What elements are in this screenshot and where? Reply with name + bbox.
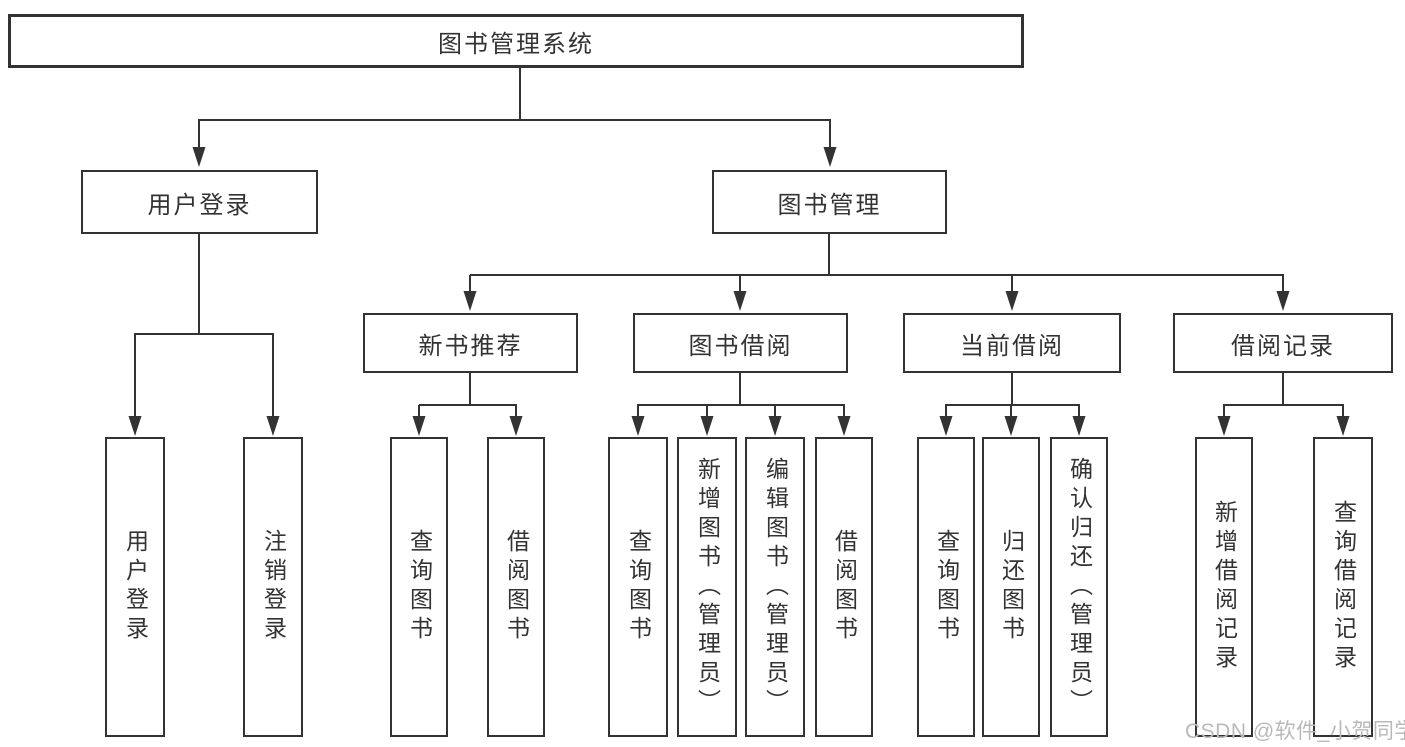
arrow-down-icon xyxy=(837,416,851,436)
node-library-management-system: 图书管理系统 xyxy=(8,14,1024,68)
arrow-down-icon xyxy=(631,416,645,436)
node-borrowing-records: 借阅记录 xyxy=(1173,313,1393,373)
node-label: 查询图书 xyxy=(625,529,652,645)
arrow-down-icon xyxy=(192,147,206,167)
node-label: 新书推荐 xyxy=(418,332,523,360)
csdn-watermark: CSDN @软件_小贺同学 xyxy=(1185,720,1405,743)
node-new-book-recommend: 新书推荐 xyxy=(363,313,578,373)
node-label: 用户登录 xyxy=(122,529,149,645)
node-query-books-current: 查询图书 xyxy=(917,437,975,737)
node-return-books: 归还图书 xyxy=(982,437,1040,737)
node-label: 图书借阅 xyxy=(688,332,793,360)
node-label: 查询借阅记录 xyxy=(1330,500,1357,674)
node-label: 确认归还（管理员） xyxy=(1066,456,1093,718)
node-current-borrowing: 当前借阅 xyxy=(903,313,1121,373)
node-book-management: 图书管理 xyxy=(712,170,947,234)
arrow-down-icon xyxy=(509,416,523,436)
node-label: 新增借阅记录 xyxy=(1211,500,1238,674)
node-book-borrowing: 图书借阅 xyxy=(633,313,848,373)
node-query-books-newbook: 查询图书 xyxy=(390,437,448,737)
node-label: 借阅图书 xyxy=(831,529,858,645)
node-label: 查询图书 xyxy=(406,529,433,645)
arrow-down-icon xyxy=(463,291,477,311)
arrow-down-icon xyxy=(1004,416,1018,436)
node-add-books-admin: 新增图书（管理员） xyxy=(677,437,737,737)
arrow-down-icon xyxy=(1336,416,1350,436)
node-query-borrow-record: 查询借阅记录 xyxy=(1313,437,1373,737)
node-query-books-borrowing: 查询图书 xyxy=(608,437,668,737)
node-label: 编辑图书（管理员） xyxy=(762,456,789,718)
node-label: 借阅记录 xyxy=(1231,332,1335,360)
node-borrow-books-newbook: 借阅图书 xyxy=(487,437,545,737)
arrow-down-icon xyxy=(939,416,953,436)
node-label: 归还图书 xyxy=(998,529,1025,645)
node-edit-books-admin: 编辑图书（管理员） xyxy=(745,437,805,737)
arrow-down-icon xyxy=(412,416,426,436)
node-add-borrow-record: 新增借阅记录 xyxy=(1195,437,1253,737)
arrowheads-layer xyxy=(128,147,1350,436)
arrow-down-icon xyxy=(128,416,142,436)
node-label: 用户登录 xyxy=(147,191,252,219)
node-borrow-books-borrowing: 借阅图书 xyxy=(815,437,873,737)
node-confirm-return-admin: 确认归还（管理员） xyxy=(1050,437,1108,737)
node-logout: 注销登录 xyxy=(243,437,303,737)
arrow-down-icon xyxy=(1072,416,1086,436)
node-label: 当前借阅 xyxy=(960,332,1064,360)
node-user-login-leaf: 用户登录 xyxy=(105,437,165,737)
arrow-down-icon xyxy=(700,416,714,436)
arrow-down-icon xyxy=(1217,416,1231,436)
arrow-down-icon xyxy=(266,416,280,436)
node-label: 查询图书 xyxy=(933,529,960,645)
node-label: 图书管理系统 xyxy=(438,30,594,58)
node-label: 图书管理 xyxy=(777,191,882,219)
arrow-down-icon xyxy=(733,291,747,311)
node-user-login: 用户登录 xyxy=(81,170,318,234)
node-label: 借阅图书 xyxy=(503,529,530,645)
node-label: 新增图书（管理员） xyxy=(694,456,721,718)
arrow-down-icon xyxy=(1276,291,1290,311)
node-label: 注销登录 xyxy=(260,529,287,645)
arrow-down-icon xyxy=(1005,291,1019,311)
arrow-down-icon xyxy=(768,416,782,436)
arrow-down-icon xyxy=(823,147,837,167)
